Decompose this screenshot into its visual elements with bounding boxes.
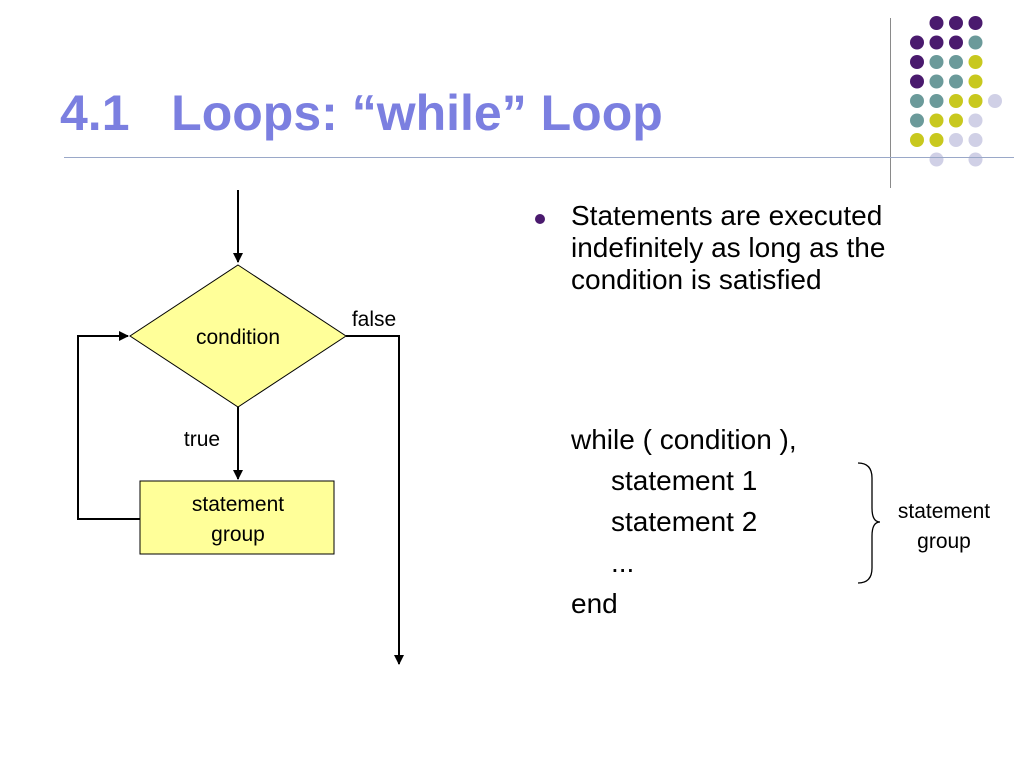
code-line-while: while ( condition ), bbox=[571, 424, 797, 455]
loop-back-arrow bbox=[77, 331, 140, 520]
bullet-text: Statements are executed indefinitely as … bbox=[571, 200, 886, 295]
code-line-statement-1: statement 1 bbox=[611, 465, 758, 496]
brace-label-line2: group bbox=[917, 530, 971, 553]
while-syntax-block: while ( condition ), statement 1 stateme… bbox=[571, 419, 797, 624]
process-label-line2: group bbox=[211, 523, 265, 546]
code-line-end: end bbox=[571, 588, 618, 619]
brace-label-line1: statement bbox=[897, 500, 991, 523]
decision-label: condition bbox=[196, 326, 280, 349]
title-underline bbox=[64, 157, 1014, 158]
slide-title: 4.1 Loops: “while” Loop bbox=[60, 85, 663, 141]
code-line-ellipsis: ... bbox=[611, 547, 635, 578]
brace-label: statement group bbox=[884, 497, 1004, 557]
code-line-statement-2: statement 2 bbox=[611, 506, 758, 537]
bullet-list: Statements are executed indefinitely as … bbox=[535, 200, 975, 296]
false-exit-arrow bbox=[346, 335, 404, 665]
true-label: true bbox=[184, 428, 220, 451]
bullet-dot-icon bbox=[535, 214, 545, 224]
vertical-divider bbox=[890, 18, 891, 188]
false-label: false bbox=[352, 308, 396, 331]
statement-group-brace bbox=[857, 462, 881, 584]
process-box bbox=[139, 480, 335, 555]
bullet-item: Statements are executed indefinitely as … bbox=[535, 200, 975, 296]
process-label-line1: statement bbox=[192, 493, 284, 516]
